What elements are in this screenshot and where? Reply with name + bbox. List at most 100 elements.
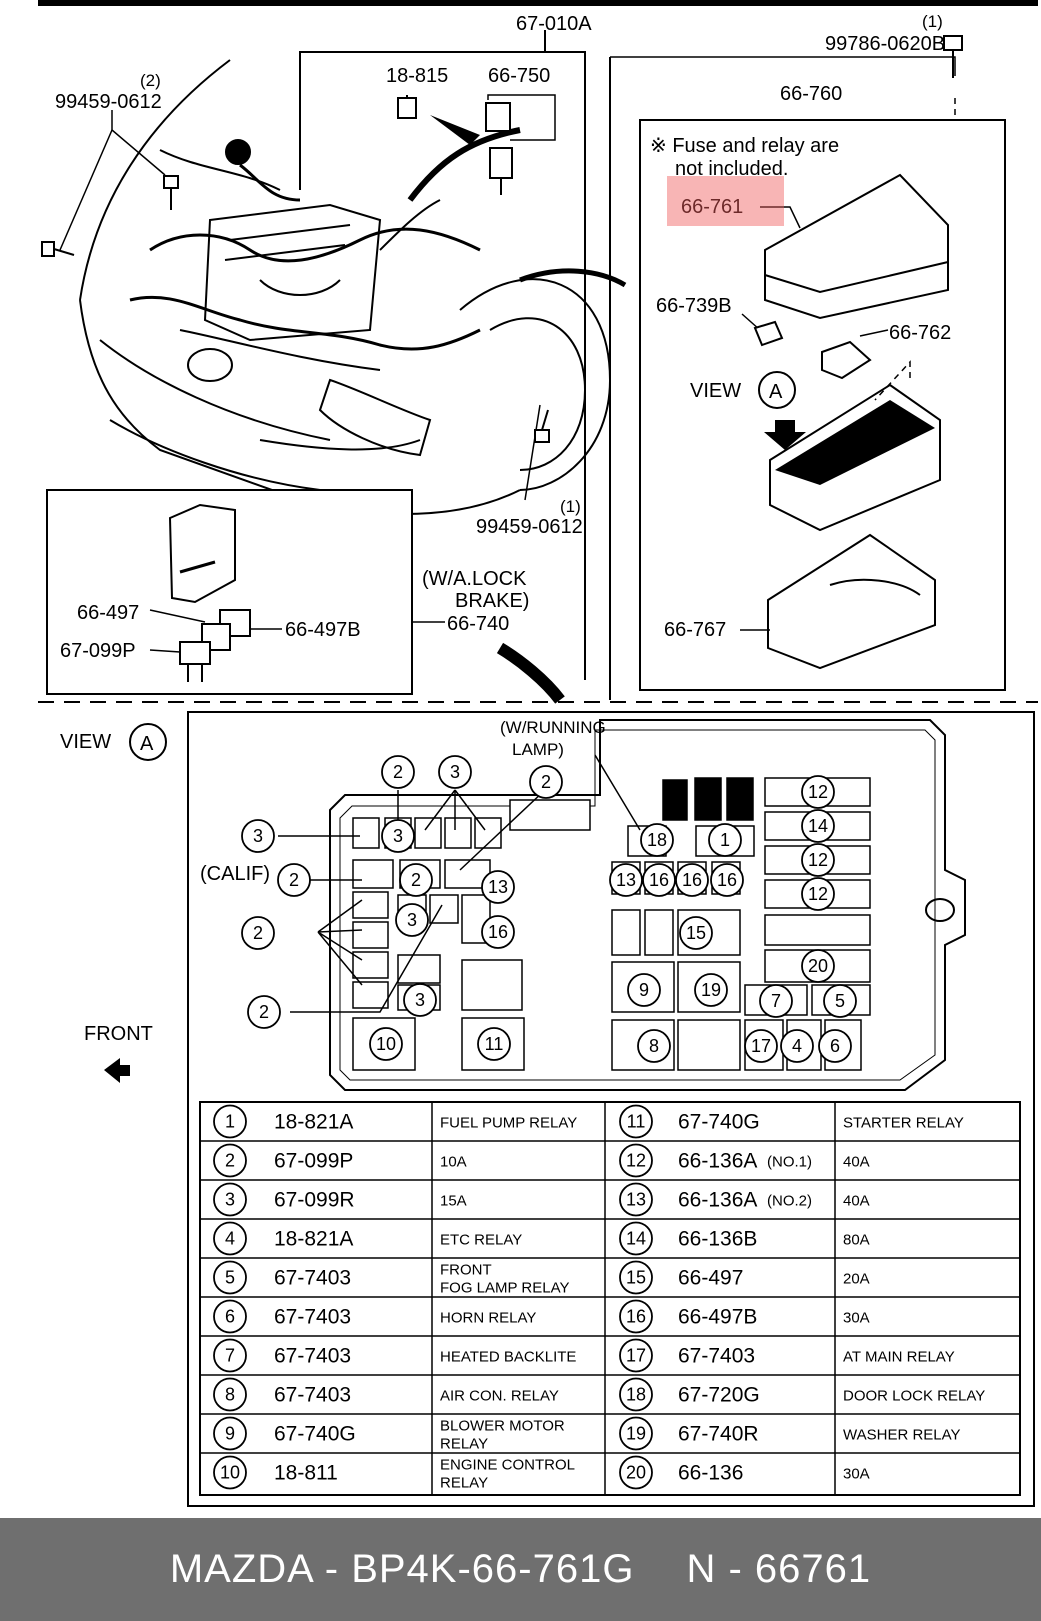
callout-r7: 13 xyxy=(609,863,643,897)
callout-r6: 12 xyxy=(801,877,835,911)
svg-text:ENGINE CONTROL: ENGINE CONTROL xyxy=(440,1457,575,1474)
svg-text:2: 2 xyxy=(411,870,421,890)
svg-text:LAMP): LAMP) xyxy=(512,740,564,759)
callout-c3: 3 xyxy=(438,755,472,789)
svg-text:67-099P: 67-099P xyxy=(274,1150,353,1173)
svg-text:66-136: 66-136 xyxy=(678,1462,743,1485)
svg-text:VIEW: VIEW xyxy=(60,731,111,753)
callout-r1: 18 xyxy=(640,823,674,857)
svg-text:HEATED BACKLITE: HEATED BACKLITE xyxy=(440,1349,576,1366)
svg-text:AT MAIN RELAY: AT MAIN RELAY xyxy=(843,1349,955,1366)
svg-text:17: 17 xyxy=(626,1346,646,1366)
svg-text:(1): (1) xyxy=(560,497,581,516)
svg-text:3: 3 xyxy=(415,990,425,1010)
svg-text:A: A xyxy=(140,733,154,755)
svg-text:67-740R: 67-740R xyxy=(678,1423,759,1446)
svg-text:7: 7 xyxy=(225,1346,235,1366)
svg-text:67-720G: 67-720G xyxy=(678,1384,760,1407)
callout-r12: 9 xyxy=(627,973,661,1007)
callout-c7: 13 xyxy=(481,870,515,904)
svg-text:STARTER RELAY: STARTER RELAY xyxy=(843,1115,964,1132)
callout-r10: 16 xyxy=(710,863,744,897)
svg-text:67-099R: 67-099R xyxy=(274,1189,355,1212)
svg-text:9: 9 xyxy=(639,980,649,1000)
svg-text:2: 2 xyxy=(225,1151,235,1171)
callout-c1: 3 xyxy=(241,819,275,853)
svg-text:67-7403: 67-7403 xyxy=(678,1345,755,1368)
svg-text:BRAKE): BRAKE) xyxy=(455,590,529,612)
svg-text:1: 1 xyxy=(225,1112,235,1132)
callout-r11: 15 xyxy=(679,916,713,950)
svg-text:66-762: 66-762 xyxy=(889,322,951,344)
svg-text:(NO.2): (NO.2) xyxy=(767,1193,812,1210)
callout-r5: 12 xyxy=(801,843,835,877)
callout-r2: 1 xyxy=(708,823,742,857)
svg-text:67-099P: 67-099P xyxy=(60,640,136,662)
svg-text:67-740G: 67-740G xyxy=(678,1111,760,1134)
svg-text:8: 8 xyxy=(225,1385,235,1405)
fuse-box-exploded: (1) 99786-0620B 66-760 ※ Fuse and relay … xyxy=(609,12,1006,700)
legend-table xyxy=(199,1101,1021,1496)
svg-text:12: 12 xyxy=(808,884,828,904)
svg-text:66-761: 66-761 xyxy=(681,196,743,218)
svg-text:66-497: 66-497 xyxy=(77,602,139,624)
svg-text:30A: 30A xyxy=(843,1466,870,1483)
callout-r19: 4 xyxy=(780,1029,814,1063)
svg-text:VIEW: VIEW xyxy=(690,380,741,402)
svg-text:RELAY: RELAY xyxy=(440,1475,488,1492)
svg-text:66-739B: 66-739B xyxy=(656,295,732,317)
svg-text:FOG LAMP RELAY: FOG LAMP RELAY xyxy=(440,1280,570,1297)
svg-text:1: 1 xyxy=(720,830,730,850)
svg-text:66-760: 66-760 xyxy=(780,83,842,105)
bolt-drawings xyxy=(41,35,963,443)
svg-text:9: 9 xyxy=(225,1424,235,1444)
relay-18-815-drawing xyxy=(397,97,513,195)
callout-c12: 2 xyxy=(247,995,281,1029)
svg-text:99786-0620B: 99786-0620B xyxy=(825,33,945,55)
svg-text:99459-0612: 99459-0612 xyxy=(55,91,162,113)
svg-text:3: 3 xyxy=(407,910,417,930)
svg-text:15: 15 xyxy=(626,1268,646,1288)
svg-text:16: 16 xyxy=(649,870,669,890)
svg-text:2: 2 xyxy=(259,1002,269,1022)
svg-text:40A: 40A xyxy=(843,1154,870,1171)
svg-text:18-821A: 18-821A xyxy=(274,1228,353,1251)
top-left-labels: 67-010A 18-815 66-750 (2) 99459-0612 (1)… xyxy=(55,13,592,538)
svg-text:8: 8 xyxy=(649,1036,659,1056)
svg-text:66-497B: 66-497B xyxy=(285,619,361,641)
callout-c15: 11 xyxy=(477,1027,511,1061)
svg-text:13: 13 xyxy=(626,1190,646,1210)
svg-text:80A: 80A xyxy=(843,1232,870,1249)
svg-text:18-811: 18-811 xyxy=(274,1462,338,1485)
svg-text:FRONT: FRONT xyxy=(440,1262,492,1279)
svg-text:17: 17 xyxy=(751,1036,771,1056)
svg-text:13: 13 xyxy=(488,877,508,897)
svg-text:12: 12 xyxy=(808,850,828,870)
svg-text:67-740G: 67-740G xyxy=(274,1423,356,1446)
svg-text:3: 3 xyxy=(450,762,460,782)
svg-text:66-497B: 66-497B xyxy=(678,1306,757,1329)
svg-text:99459-0612: 99459-0612 xyxy=(476,516,583,538)
svg-text:5: 5 xyxy=(225,1268,235,1288)
callout-c10: 2 xyxy=(399,863,433,897)
callout-c13: 3 xyxy=(381,819,415,853)
parts-diagram: 67-010A 18-815 66-750 (2) 99459-0612 (1)… xyxy=(38,0,1038,1507)
highlight-66-761 xyxy=(667,176,784,226)
svg-text:18-821A: 18-821A xyxy=(274,1111,353,1134)
svg-text:(NO.1): (NO.1) xyxy=(767,1154,812,1171)
svg-text:15A: 15A xyxy=(440,1193,467,1210)
callout-r9: 16 xyxy=(675,863,709,897)
svg-text:10: 10 xyxy=(376,1034,396,1054)
svg-text:11: 11 xyxy=(485,1034,504,1054)
callout-c2: 2 xyxy=(381,755,415,789)
svg-text:67-7403: 67-7403 xyxy=(274,1345,351,1368)
svg-text:16: 16 xyxy=(626,1307,646,1327)
svg-text:4: 4 xyxy=(225,1229,235,1249)
